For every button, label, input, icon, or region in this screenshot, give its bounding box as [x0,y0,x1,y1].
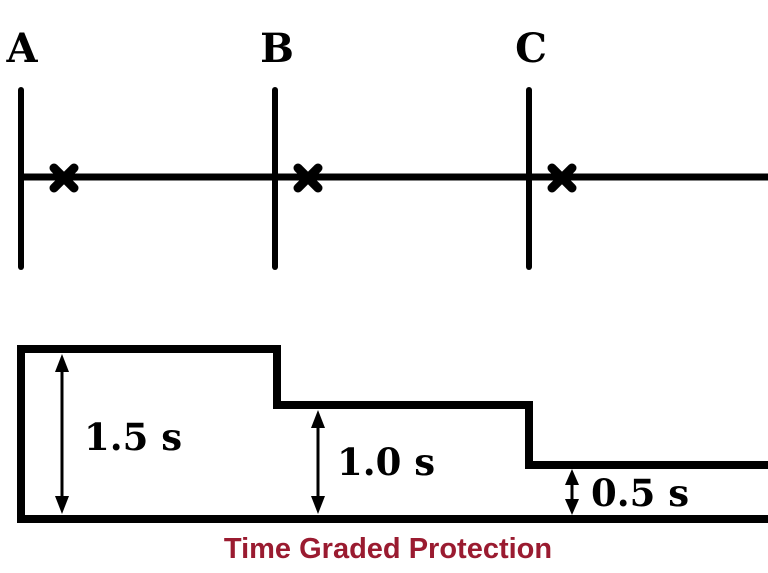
circuit-breaker-x-icon [293,163,323,193]
bus-label-a: A [5,25,38,72]
diagram-title: Time Graded Protection [224,533,552,565]
delay-label-1-5s: 1.5 s [84,415,182,459]
dimension-arrow-1-5s [55,354,69,514]
bus-label-c: C [515,25,547,72]
dimension-arrow-0-5s [565,469,579,515]
delay-label-1-0s: 1.0 s [337,440,435,484]
bus-label-b: B [260,25,294,72]
circuit-breaker-x-icon [547,163,577,193]
circuit-breaker-x-icon [49,163,79,193]
delay-label-0-5s: 0.5 s [591,471,689,515]
time-grading-staircase: 1.5 s 1.0 s 0.5 s [17,345,768,523]
dimension-arrow-1-0s [311,410,325,514]
single-line-diagram: A B C [5,25,768,270]
step-curve [17,345,768,523]
